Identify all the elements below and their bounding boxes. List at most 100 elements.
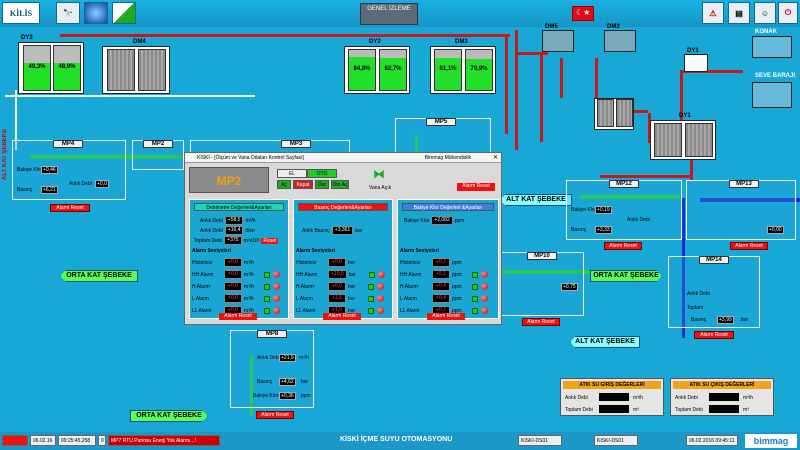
mode-oto-button[interactable]: OTO xyxy=(307,169,337,178)
valve-icon: ⧓ xyxy=(373,167,385,181)
tank-dm2[interactable]: DM2 xyxy=(604,24,636,52)
alarm-enable-checkbox[interactable] xyxy=(264,307,270,314)
alarm-reset-button[interactable]: Alarm Reset xyxy=(522,318,560,326)
alarm-reset-button[interactable]: Alarm Reset xyxy=(50,204,90,212)
pipe xyxy=(518,52,548,55)
reservoir-konak[interactable]: KONAK xyxy=(752,29,792,58)
alarm-enable-checkbox[interactable] xyxy=(368,283,374,290)
station-control-dialog[interactable]: KİSKİ - [Ölçüm ve Vana Odaları Kontrol S… xyxy=(184,152,502,325)
alarm-enable-checkbox[interactable] xyxy=(472,307,478,314)
basinc-label: Basınç xyxy=(257,379,273,385)
inflow-anlik-unit: m³/h xyxy=(633,395,643,401)
alarm-value[interactable]: +10,0 xyxy=(328,270,347,279)
status-alarm-icon[interactable] xyxy=(2,435,28,446)
stop-button[interactable]: Dur xyxy=(315,180,329,189)
users-icon[interactable]: ☺ xyxy=(754,2,776,24)
reservoir-seve[interactable]: SEVE BARAJI xyxy=(752,73,795,108)
tank-dm4[interactable]: DM4 xyxy=(102,39,170,94)
alarm-unit: bar xyxy=(348,283,356,290)
printer-icon[interactable]: ▤ xyxy=(728,2,750,24)
station-mp2[interactable]: MP2 xyxy=(132,140,184,170)
trend-icon[interactable] xyxy=(112,2,136,24)
warning-icon[interactable]: ⚠ xyxy=(702,2,724,24)
alarm-reset-button[interactable]: Alarm Reset xyxy=(457,183,495,191)
station-mp5[interactable]: MP5 xyxy=(395,118,491,158)
station-mp8[interactable]: MP8 Anlık Debi +21,9 m³/h Basınç +4,62 b… xyxy=(230,330,314,408)
power-icon[interactable]: ⏻ xyxy=(778,2,798,24)
tab-genel-izleme[interactable]: GENEL İZLEME xyxy=(360,3,418,25)
station-mp4[interactable]: MP4 Bakiye Klor +0,46 Basınç +6,21 Anlık… xyxy=(12,140,126,200)
alarm-value[interactable]: +1,5 xyxy=(328,294,346,303)
tank-dy1-small[interactable]: DY1 xyxy=(684,48,708,72)
alarm-enable-checkbox[interactable] xyxy=(264,295,270,302)
close-button[interactable]: Kapat xyxy=(293,180,313,189)
alarm-reset-button[interactable]: Alarm Reset xyxy=(427,313,465,320)
station-mp10[interactable]: MP10 +0,75 xyxy=(500,252,584,316)
alarm-reset-button[interactable]: Alarm Reset xyxy=(604,242,642,250)
close-icon[interactable]: ✕ xyxy=(492,155,498,161)
bakiye-value: +0,75 xyxy=(561,283,578,291)
alarm-enable-checkbox[interactable] xyxy=(368,295,374,302)
alarm-reset-button[interactable]: Alarm Reset xyxy=(323,313,361,320)
tank-dy3[interactable]: DY3 49,3% 48,9% xyxy=(18,35,84,94)
alarm-value[interactable]: +0,0 xyxy=(224,258,242,267)
alarm-indicator-icon xyxy=(377,307,384,314)
tank-dm5[interactable]: DM5 xyxy=(542,24,574,52)
tank-dy2[interactable]: DY2 84,8% 82,7% xyxy=(344,39,410,94)
globe-icon[interactable] xyxy=(84,2,108,24)
binoculars-icon[interactable]: 🔭 xyxy=(56,2,80,24)
alarm-reset-button[interactable]: Alarm Reset xyxy=(256,411,294,419)
station-mp14[interactable]: MP14 Anlık Debi Toplam Basınç +3,99 bar xyxy=(668,256,760,328)
station-mp13[interactable]: MP13 +0,00 xyxy=(686,180,796,240)
alarm-reset-button[interactable]: Alarm Reset xyxy=(694,331,734,339)
flow-unit: lt/sn xyxy=(245,227,255,234)
alarm-value[interactable]: +0,0 xyxy=(224,282,242,291)
alarm-unit: ppm xyxy=(452,307,462,314)
alarm-label: L Alarm xyxy=(192,295,209,302)
alarm-enable-checkbox[interactable] xyxy=(264,283,270,290)
alarm-value[interactable]: +0,1 xyxy=(432,258,450,267)
tank-dy1[interactable]: DY1 xyxy=(650,113,716,160)
mode-el-button[interactable]: EL xyxy=(277,169,307,178)
alarm-enable-checkbox[interactable] xyxy=(368,307,374,314)
status-alarm-message[interactable]: MP7 RTU Panosu Enerji Yok Alarmı...! xyxy=(108,435,220,446)
status-count: 0 xyxy=(98,435,106,446)
reset-button[interactable]: Reset xyxy=(261,237,279,244)
alarm-value[interactable]: +0,4 xyxy=(432,282,450,291)
station-mp12[interactable]: MP12 Bakiye Klor +0,19 Basınç +3,33 Anlı… xyxy=(566,180,682,240)
alarm-value[interactable]: +0,0 xyxy=(224,270,242,279)
alarm-value[interactable]: +5,1 xyxy=(432,270,450,279)
inflow-anlik-label: Anlık Debi xyxy=(565,395,588,401)
basinc-label: Basınç xyxy=(571,227,587,233)
pipe xyxy=(683,70,743,73)
tank-dm3[interactable]: DM3 81,1% 79,9% xyxy=(430,39,496,94)
bakiye-label: Bakiye Klor xyxy=(17,167,43,173)
chlorine-label: Bakiye Klor xyxy=(404,217,430,224)
alarm-value[interactable]: +0,4 xyxy=(432,294,450,303)
flow-value: +16,4 xyxy=(224,226,244,235)
auto-open-button[interactable]: Oto Aç xyxy=(331,180,349,189)
alarm-reset-button[interactable]: Alarm Reset xyxy=(219,313,257,320)
alarm-label: LL Alarm xyxy=(400,307,420,314)
tank-dm2-large[interactable] xyxy=(594,98,634,130)
alarm-enable-checkbox[interactable] xyxy=(264,271,270,278)
open-button[interactable]: Aç xyxy=(277,180,291,189)
alarm-value[interactable]: +0,0 xyxy=(328,258,346,267)
tank-label: DM3 xyxy=(455,39,468,45)
pressure-value: +3,361 xyxy=(331,226,354,235)
alarm-value[interactable]: +6,0 xyxy=(328,282,346,291)
alarm-enable-checkbox[interactable] xyxy=(472,295,478,302)
alarm-value[interactable]: +0,0 xyxy=(224,294,242,303)
alarm-enable-checkbox[interactable] xyxy=(368,271,375,278)
alarm-enable-checkbox[interactable] xyxy=(472,271,478,278)
server-status-2: KISKI-DS01 xyxy=(594,435,638,446)
alarm-indicator-icon xyxy=(377,271,385,278)
flag-icon[interactable] xyxy=(572,6,594,21)
alarm-reset-button[interactable]: Alarm Reset xyxy=(730,242,768,250)
alarm-label: HH Alarm xyxy=(296,271,318,278)
pipe xyxy=(60,34,510,37)
alarm-enable-checkbox[interactable] xyxy=(472,283,478,290)
